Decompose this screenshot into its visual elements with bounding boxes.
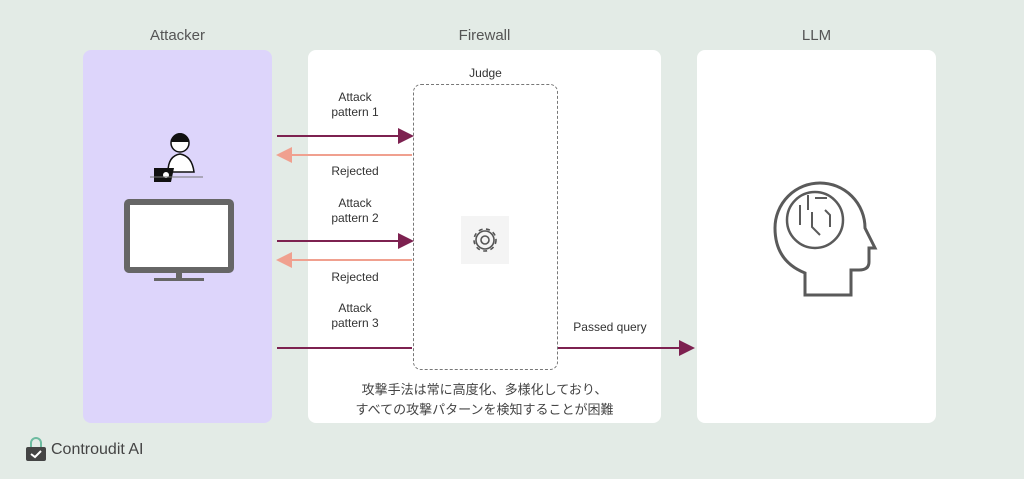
note-text: 攻撃手法は常に高度化、多様化しており、すべての攻撃パターンを検知することが困難 <box>355 382 614 417</box>
rejected-1-label: Rejected <box>331 164 379 178</box>
brand-name: Controudit AI <box>51 441 144 458</box>
llm-panel <box>697 50 936 423</box>
attacker-title: Attacker <box>149 27 206 44</box>
judge-box <box>413 84 558 370</box>
firewall-title: Firewall <box>458 27 511 44</box>
judge-label: Judge <box>469 66 502 80</box>
attacker-person-icon <box>150 133 203 182</box>
brand-logo: Controudit AI <box>24 437 144 463</box>
rejected-2-label: Rejected <box>331 270 379 284</box>
ai-head-icon <box>773 181 878 297</box>
lock-check-icon <box>26 437 46 461</box>
gear-icon <box>461 216 509 264</box>
passed-query-label: Passed query <box>573 320 647 334</box>
llm-title: LLM <box>801 27 832 44</box>
monitor-icon <box>124 199 234 281</box>
